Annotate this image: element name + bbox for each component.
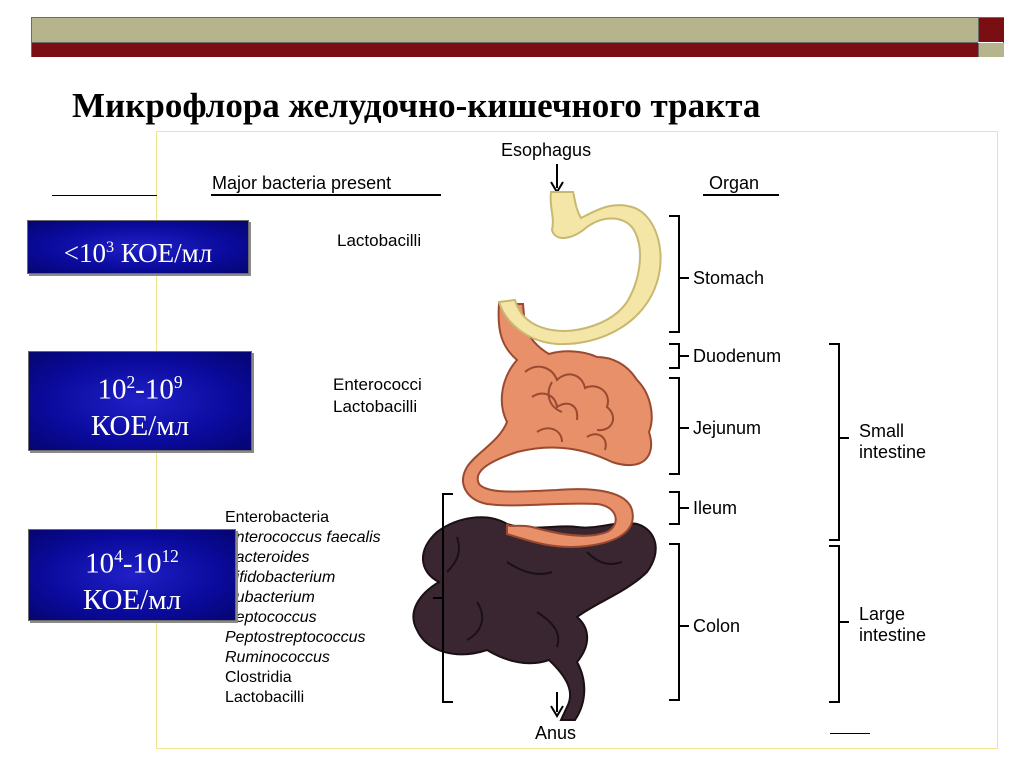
- small-bacteria-0: Enterococci: [333, 375, 422, 394]
- duodenum-bracket: [669, 343, 689, 369]
- colon-bacteria-1: Enterococcus faecalis: [225, 529, 381, 546]
- header-corner-square-olive: [978, 43, 1004, 57]
- header-bacteria: Major bacteria present: [212, 173, 391, 193]
- cfu-small-sep: -10: [135, 373, 174, 406]
- anus-arrowhead: [550, 705, 564, 718]
- stomach-bracket: [669, 215, 689, 333]
- cfu-stomach-exp: 3: [106, 238, 115, 256]
- large-intestine-bracket: [829, 545, 849, 703]
- colon-bacteria-4: Eubacterium: [225, 589, 315, 606]
- colon-bacteria-3: Bifidobacterium: [225, 569, 335, 586]
- group-small-line1: Small: [859, 421, 904, 441]
- cfu-small-exp2: 9: [173, 372, 183, 392]
- colon-bacteria-2: Bacteroides: [225, 549, 310, 566]
- stomach-shape: [497, 191, 662, 346]
- cfu-colon-exp1: 4: [114, 546, 123, 566]
- cfu-colon-exp2: 12: [161, 546, 179, 566]
- group-large-line1: Large: [859, 604, 905, 624]
- small-intestine-bracket: [829, 343, 849, 541]
- small-bacteria-1: Lactobacilli: [333, 397, 417, 416]
- cfu-box-colon: 104-1012 КОЕ/мл: [28, 529, 236, 621]
- small-intestine-shape: [462, 303, 653, 549]
- colon-bacteria-7: Ruminococcus: [225, 649, 330, 666]
- header-corner-square-maroon: [978, 18, 1004, 42]
- cfu-small-unit: КОЕ/мл: [90, 409, 190, 442]
- cfu-box-stomach: <103 КОЕ/мл: [27, 220, 249, 274]
- anus-label: Anus: [535, 723, 576, 743]
- cfu-colon-unit: КОЕ/мл: [82, 583, 182, 616]
- header-maroon-stripe: [32, 43, 978, 57]
- cfu-small-exp1: 2: [126, 372, 136, 392]
- gi-tract-diagram: Major bacteria present Organ Esophagus A…: [211, 140, 926, 743]
- colon-bacteria-bracket: [433, 493, 453, 703]
- group-small-line2: intestine: [859, 442, 926, 462]
- decorative-line-left: [52, 195, 157, 196]
- header-olive-stripe: [32, 18, 978, 43]
- cfu-box-small-intestine: 102-109 КОЕ/мл: [28, 351, 252, 451]
- colon-bacteria-9: Lactobacilli: [225, 689, 304, 706]
- group-large-line2: intestine: [859, 625, 926, 645]
- colon-bacteria-5: Peptococcus: [225, 609, 317, 626]
- jejunum-bracket: [669, 377, 689, 475]
- stomach-bacteria-0: Lactobacilli: [337, 231, 421, 250]
- cfu-small-base1: 10: [97, 373, 127, 406]
- gi-tract-figure: Major bacteria present Organ Esophagus A…: [156, 131, 998, 749]
- header-organ: Organ: [709, 173, 759, 193]
- organ-ileum: Ileum: [693, 498, 737, 518]
- organ-colon: Colon: [693, 616, 740, 636]
- decorative-line-right: [830, 733, 870, 734]
- cfu-colon-sep: -10: [122, 547, 162, 580]
- colon-bracket: [669, 543, 689, 701]
- cfu-stomach-base: <10: [63, 238, 106, 268]
- slide-title: Микрофлора желудочно-кишечного тракта: [72, 86, 761, 125]
- colon-bacteria-6: Peptostreptococcus: [225, 629, 366, 646]
- cfu-stomach-unit: КОЕ/мл: [120, 238, 213, 268]
- colon-bacteria-0: Enterobacteria: [225, 509, 329, 526]
- ileum-bracket: [669, 491, 689, 525]
- organ-duodenum: Duodenum: [693, 346, 781, 366]
- colon-bacteria-8: Clostridia: [225, 669, 292, 686]
- cfu-colon-base1: 10: [85, 547, 115, 580]
- colon-shape: [412, 516, 657, 721]
- slide-header-bar: [31, 17, 1004, 57]
- organ-stomach: Stomach: [693, 268, 764, 288]
- esophagus-label: Esophagus: [501, 140, 591, 160]
- organ-jejunum: Jejunum: [693, 418, 761, 438]
